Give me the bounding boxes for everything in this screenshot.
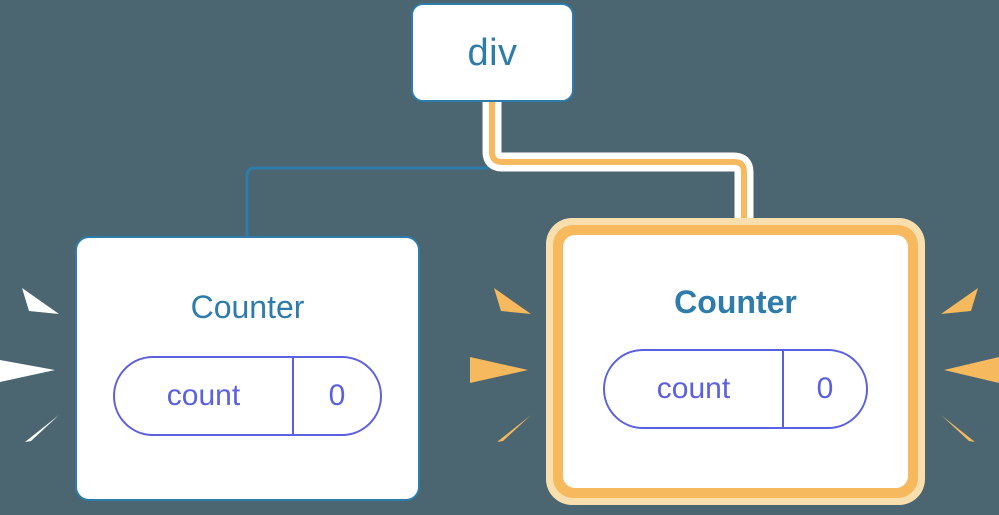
sparkle-ray-white-lower <box>25 415 59 442</box>
counter-right-state-key: count <box>656 372 731 405</box>
sparkle-ray-orange-right-middle <box>944 357 999 383</box>
counter-right-highlight-ring: Counter count 0 <box>553 225 918 498</box>
sparkle-ray-orange-right-upper <box>941 288 978 314</box>
sparkle-group-right-card-right <box>941 288 999 442</box>
sparkle-ray-orange-right-lower <box>941 415 975 442</box>
node-div[interactable]: div <box>411 3 574 102</box>
counter-card-right[interactable]: Counter count 0 <box>546 218 925 505</box>
edge-div-to-counter-left <box>245 102 494 238</box>
sparkle-group-left-card <box>0 288 59 442</box>
sparkle-ray-white-middle <box>0 360 55 382</box>
counter-left-state-key: count <box>166 379 241 412</box>
counter-left-title: Counter <box>190 289 305 325</box>
sparkle-ray-orange-left-middle <box>470 357 528 383</box>
edge-div-to-counter-right <box>489 100 747 236</box>
counter-left-state-pill: count 0 <box>113 356 382 436</box>
sparkle-ray-orange-left-lower <box>497 415 531 442</box>
sparkle-group-right-card-left <box>470 288 531 442</box>
sparkle-ray-white-upper <box>22 288 59 314</box>
counter-right-state-value: 0 <box>782 351 866 427</box>
counter-right-title: Counter <box>674 284 797 320</box>
edge-div-to-counter-right-halo <box>482 100 754 236</box>
counter-right-body: Counter count 0 <box>563 235 908 488</box>
counter-left-state-value: 0 <box>292 358 380 434</box>
sparkle-ray-orange-left-upper <box>494 288 531 314</box>
node-div-label: div <box>467 31 518 74</box>
counter-right-state-pill: count 0 <box>603 349 868 429</box>
counter-card-left[interactable]: Counter count 0 <box>75 236 420 501</box>
